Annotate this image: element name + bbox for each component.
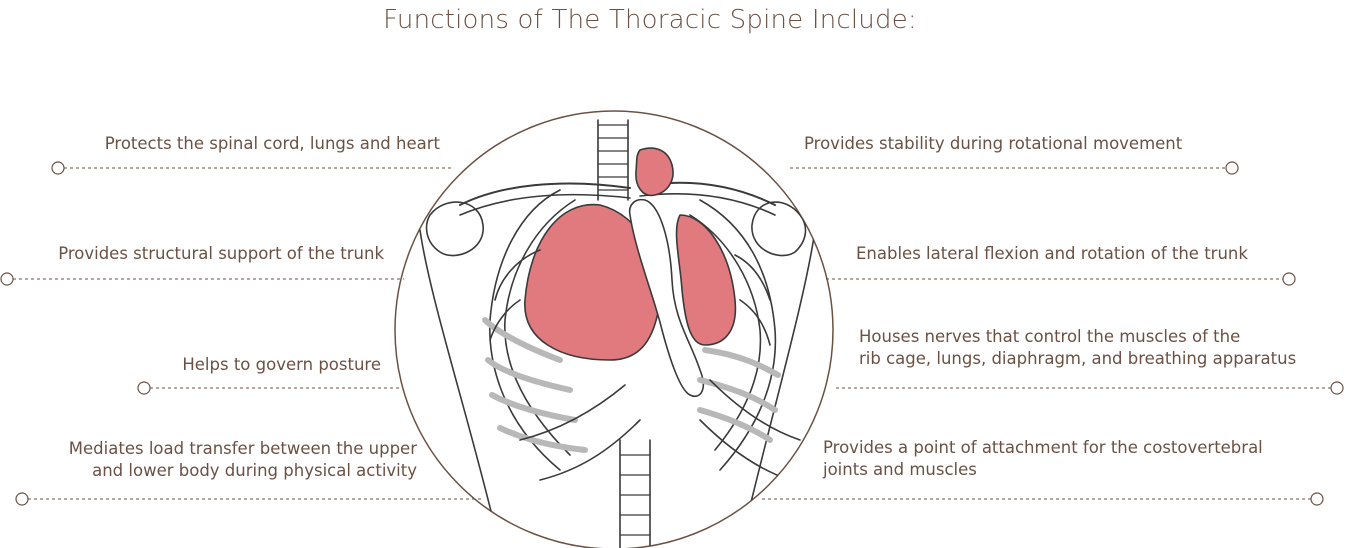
label-costovertebral-attachment: Provides a point of attachment for the c… <box>823 438 1263 479</box>
label-rotational-stability: Provides stability during rotational mov… <box>804 134 1183 153</box>
connector-node <box>1330 381 1344 395</box>
rib-cage-icon <box>394 110 834 548</box>
diagram-title: Functions of The Thoracic Spine Include: <box>383 5 917 35</box>
connector-node <box>15 492 29 506</box>
connector-node <box>1310 492 1324 506</box>
connector-node <box>1282 272 1296 286</box>
connector-node <box>51 161 65 175</box>
label-structural-support: Provides structural support of the trunk <box>58 244 384 263</box>
label-govern-posture: Helps to govern posture <box>182 355 381 374</box>
connector-node <box>0 272 14 286</box>
label-protects-spinal-cord: Protects the spinal cord, lungs and hear… <box>104 134 440 153</box>
label-houses-nerves: Houses nerves that control the muscles o… <box>859 327 1297 368</box>
connector-node <box>137 381 151 395</box>
connector-node <box>1225 161 1239 175</box>
label-lateral-flexion: Enables lateral flexion and rotation of … <box>856 244 1248 263</box>
label-load-transfer: Mediates load transfer between the upper… <box>68 439 417 480</box>
